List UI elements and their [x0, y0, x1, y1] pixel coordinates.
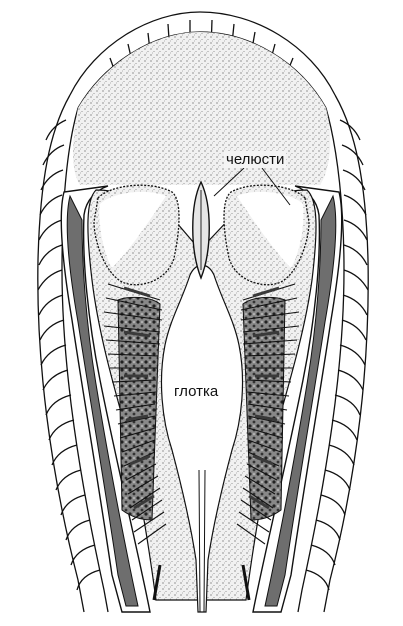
label-pharynx: глотка: [172, 383, 220, 400]
right-outer-edge: [324, 95, 368, 612]
buccal-cavity-stipple: [73, 32, 330, 185]
label-jaws: челюсти: [224, 151, 286, 168]
